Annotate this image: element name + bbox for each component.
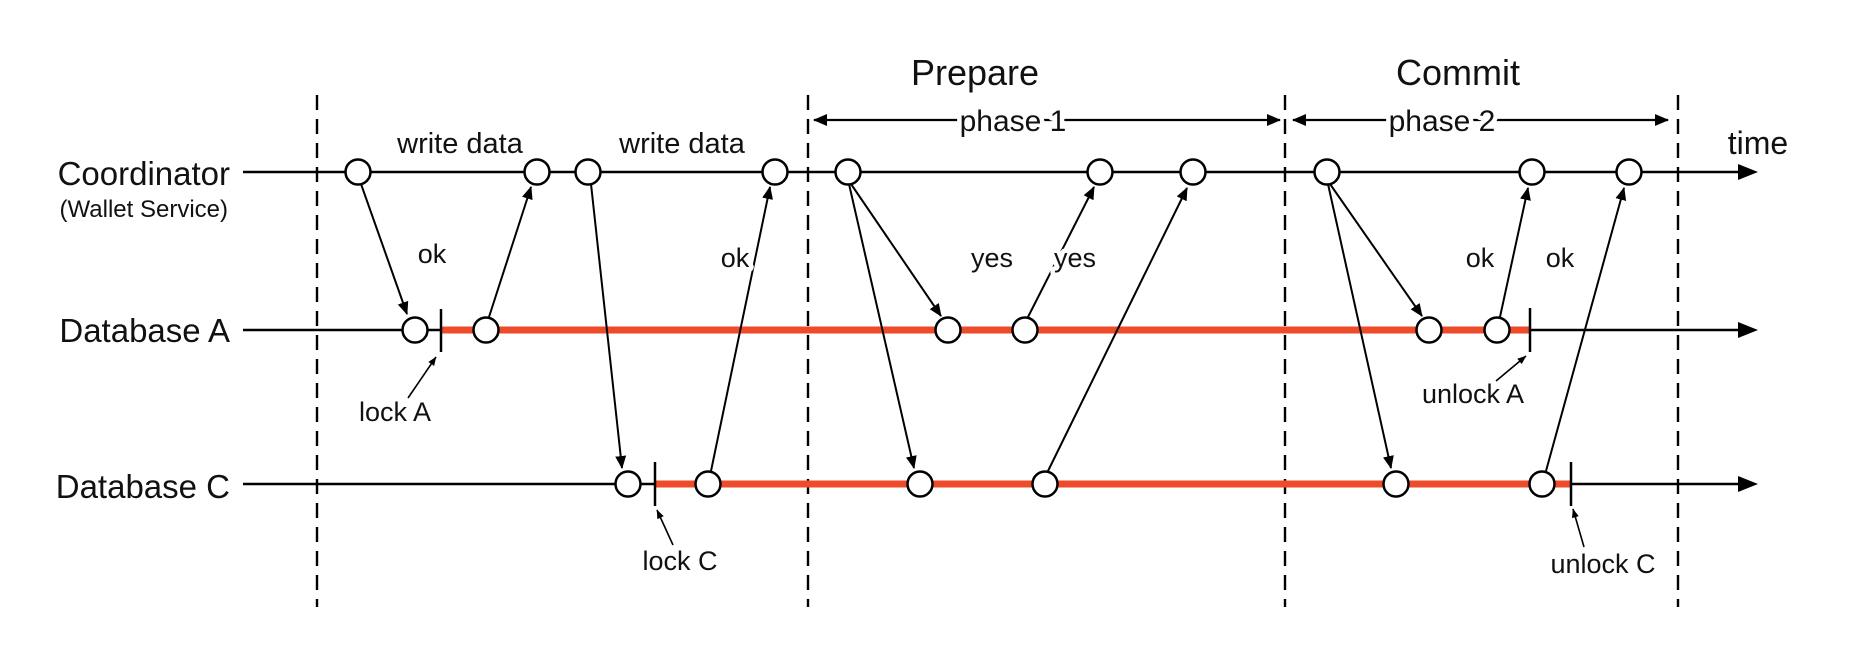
lock-a-label: lock A (359, 397, 431, 427)
lock-a-pointer-arrow (407, 356, 437, 399)
ok-write-c-arrow (710, 186, 773, 472)
database-c-label: Database C (56, 468, 230, 505)
event-dbc-recv-commit (1382, 470, 1410, 498)
lock-segments (441, 326, 1571, 488)
yes-a-label: yes (971, 243, 1013, 273)
request-arrows (360, 183, 1423, 469)
event-dba-send-ok-commit (1483, 316, 1511, 344)
event-dbc-send-yes (1031, 470, 1059, 498)
unlock-c-pointer-arrow (1572, 508, 1585, 548)
prepare-title: Prepare (911, 52, 1039, 93)
event-circles (344, 158, 1643, 498)
phase-boundaries (315, 95, 1680, 607)
ok-commit-a-label: ok (1466, 243, 1495, 273)
event-coord-send-commit (1313, 158, 1341, 186)
lane-labels: Coordinator (Wallet Service) Database A … (56, 155, 230, 505)
ok-write-c-label: ok (721, 243, 750, 273)
event-coord-recv-ok-a (523, 158, 551, 186)
event-dba-recv-prepare (934, 316, 962, 344)
commit-a-arrow (1329, 183, 1423, 317)
event-dbc-recv-write (614, 470, 642, 498)
event-coord-send-write-a (344, 158, 372, 186)
event-coord-recv-ok-commit-c (1615, 158, 1643, 186)
write-data-a-arrow (360, 183, 409, 315)
annotation-arrows (407, 355, 1585, 548)
event-dbc-send-ok-commit (1528, 470, 1556, 498)
lock-annotations: lock A lock C unlock A unlock C (354, 375, 1660, 584)
write-data-1-label: write data (396, 128, 524, 160)
ok-commit-c-label: ok (1546, 243, 1575, 273)
yes-c-arrow (1047, 187, 1188, 472)
commit-c-arrow (1327, 183, 1394, 469)
message-labels: write data write data ok ok yes yes ok o… (392, 124, 1580, 278)
event-dbc-recv-prepare (906, 470, 934, 498)
event-coord-recv-ok-commit-a (1518, 158, 1546, 186)
coordinator-label: Coordinator (58, 155, 230, 192)
lock-c-pointer-arrow (656, 509, 674, 546)
event-dba-recv-commit (1415, 316, 1443, 344)
ok-write-a-arrow (488, 186, 533, 318)
event-coord-recv-ok-c (761, 158, 789, 186)
event-coord-send-prepare (834, 158, 862, 186)
time-axis-label: time (1728, 125, 1788, 161)
event-dbc-send-ok (694, 470, 722, 498)
write-data-c-arrow (590, 183, 627, 469)
commit-title: Commit (1396, 52, 1520, 93)
ok-commit-a-arrow (1499, 187, 1531, 318)
phase1-label: phase 1 (960, 105, 1067, 138)
event-coord-send-write-c (574, 158, 602, 186)
unlock-a-pointer-arrow (1495, 355, 1527, 382)
prepare-a-arrow (850, 183, 942, 317)
ok-commit-c-arrow (1545, 187, 1627, 472)
event-dba-send-ok (472, 316, 500, 344)
unlock-c-label: unlock C (1550, 549, 1655, 579)
prepare-c-arrow (848, 183, 917, 469)
response-arrows (488, 186, 1627, 472)
yes-a-arrow (1027, 186, 1095, 318)
lock-ticks (439, 308, 1573, 506)
lock-c-label: lock C (642, 546, 717, 576)
write-data-2-label: write data (618, 128, 746, 160)
event-coord-recv-yes-a (1086, 158, 1114, 186)
unlock-a-label: unlock A (1422, 379, 1524, 409)
phase-labels: Prepare phase 1 Commit phase 2 time (911, 52, 1788, 161)
event-dba-recv-write (401, 316, 429, 344)
coordinator-sublabel: (Wallet Service) (60, 196, 228, 223)
phase2-label: phase 2 (1389, 105, 1496, 138)
event-coord-recv-yes-c (1179, 158, 1207, 186)
event-dba-send-yes (1011, 316, 1039, 344)
database-a-label: Database A (59, 312, 230, 349)
ok-write-a-label: ok (418, 239, 447, 269)
yes-c-label: yes (1054, 243, 1096, 273)
